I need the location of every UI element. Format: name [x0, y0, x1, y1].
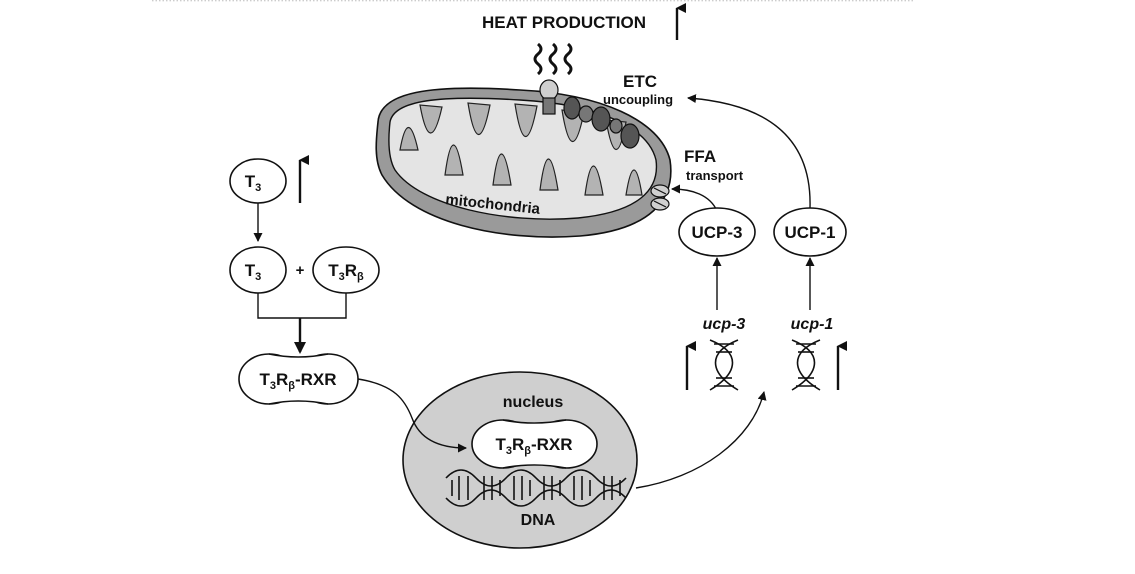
etc-label: ETC	[623, 72, 657, 91]
t3-ligand-node	[229, 246, 287, 294]
complex-to-nucleus-arrow	[357, 378, 467, 453]
complex-left-node	[238, 353, 359, 405]
heat-waves-icon	[533, 42, 573, 76]
ffa-label: FFA	[684, 147, 716, 166]
t3-ligand-label: T3	[245, 261, 262, 283]
etc-uncoupling-label: uncoupling	[603, 92, 673, 107]
dna-to-genes-arrow	[635, 391, 767, 489]
plus-sign: +	[296, 262, 305, 279]
ucp1-gene-dna-icon	[791, 339, 821, 391]
ucp1-gene-label: ucp-1	[791, 316, 834, 333]
ucp1-protein-node	[773, 207, 847, 257]
ucp3-protein-node	[678, 207, 756, 257]
complex-nucleus-label: T3Rβ-RXR	[495, 435, 572, 457]
thyroid-receptor-beta-label: T3Rβ	[328, 261, 364, 283]
dna-label: DNA	[521, 512, 556, 529]
atp-synthase-icon	[539, 79, 559, 115]
t3-hormone-label: T3	[245, 172, 262, 194]
ucp3-gene-label: ucp-3	[703, 316, 746, 333]
ffa-transport-label: transport	[686, 168, 744, 183]
complex-nucleus-node	[471, 419, 598, 469]
t3-hormone-node	[229, 158, 287, 204]
ffa-transporter-icon	[650, 184, 670, 211]
complex-left-label: T3Rβ-RXR	[259, 370, 336, 392]
mitochondria-organelle: mitochondria	[375, 87, 672, 238]
etc-protein-chain	[563, 96, 640, 149]
nuclear-dna-helix-icon	[445, 469, 627, 507]
heat-production-label: HEAT PRODUCTION	[482, 13, 646, 32]
ucp3-protein-label: UCP-3	[691, 223, 742, 242]
binding-bracket	[257, 293, 347, 319]
ucp1-protein-label: UCP-1	[784, 223, 835, 242]
ucp3-gene-dna-icon	[709, 339, 739, 391]
nucleus-label: nucleus	[503, 394, 564, 411]
ucp1-to-etc-arrow	[687, 94, 811, 209]
